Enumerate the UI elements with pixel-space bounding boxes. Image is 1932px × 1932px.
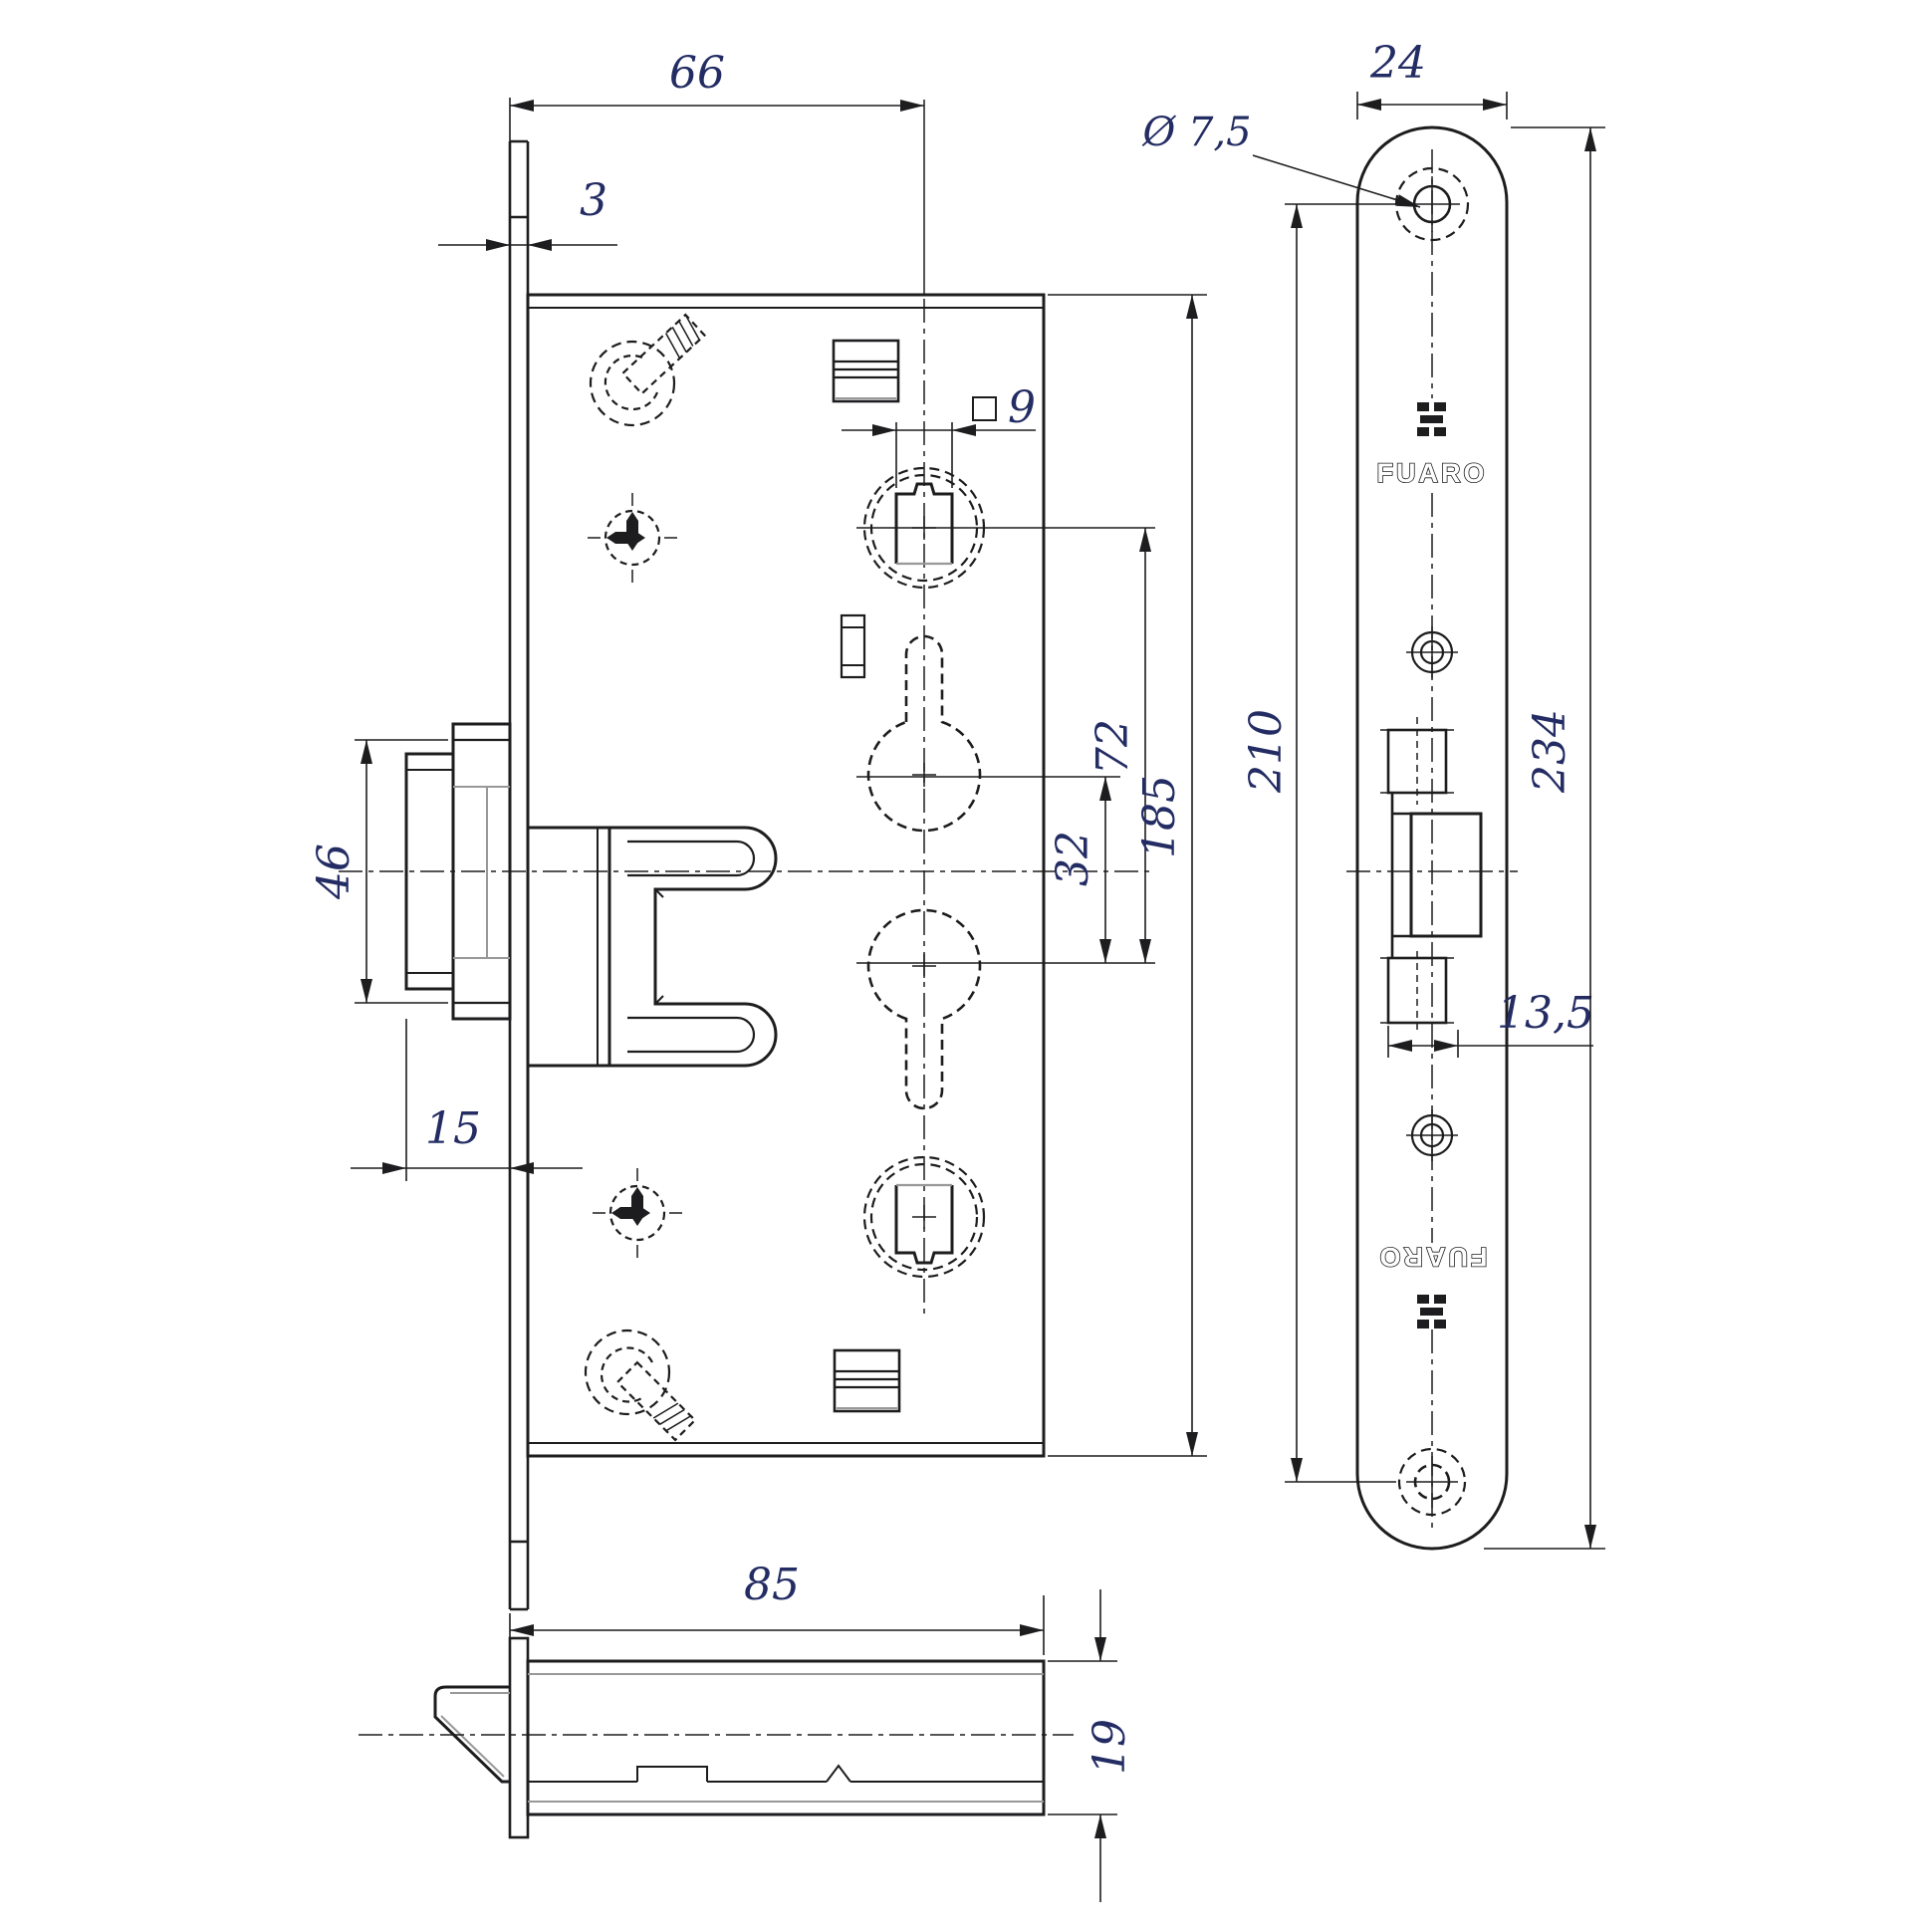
top-spring-pack: [832, 339, 900, 403]
dim-handle-to-cylinder: 72: [1087, 528, 1151, 963]
cylinder-profile-upper: [856, 634, 1120, 833]
dim-hole-dia-label: Ø 7,5: [1141, 110, 1251, 155]
faceplate-view: Ø 7,5 24 FUARO: [1141, 38, 1605, 1551]
dim-follower-square: 9: [842, 382, 1036, 488]
key-follower: [862, 1155, 986, 1279]
dim-plate-length: 234: [1484, 126, 1605, 1550]
fuaro-logo-mark-icon: [1417, 402, 1446, 436]
dim-plate-thickness: 3: [438, 175, 617, 251]
brand-text-bottom: FUARO: [1377, 1242, 1488, 1272]
dim-backset-label: 66: [669, 48, 725, 99]
dim-backset: 66: [509, 48, 924, 141]
dim-case-height: 185: [1048, 294, 1207, 1457]
bottom-lever: [584, 1328, 697, 1442]
dim-cylinder-centers: 32: [1048, 777, 1111, 963]
case-section-outline: [526, 1659, 1046, 1816]
fuaro-logo-mark-bottom-icon: [1417, 1295, 1446, 1328]
bolt-window: [1390, 793, 1483, 958]
dim-case-thickness-label: 19: [1085, 1719, 1135, 1775]
deadbolt-fork: [528, 826, 778, 1068]
latchbolt-section: [433, 1685, 510, 1784]
dim-plate-width: 24: [1356, 38, 1508, 120]
dim-bolt-height-label: 46: [309, 844, 360, 900]
faceplate-outline: [1355, 125, 1509, 1551]
dim-bolt-window-label: 13,5: [1497, 988, 1594, 1039]
dim-hole-spacing-label: 210: [1241, 709, 1292, 794]
brand-text-top: FUARO: [1377, 458, 1488, 488]
fixing-screw-top: [586, 491, 679, 585]
dim-case-depth: 85: [509, 1560, 1045, 1655]
bottom-view: 19: [359, 1589, 1135, 1902]
pin-hole-bottom: [1406, 1109, 1458, 1161]
dim-bolt-throw-label: 15: [425, 1103, 481, 1154]
dim-case-depth-label: 85: [744, 1560, 800, 1610]
faceplate-edge-strip: [508, 139, 530, 1611]
pin-hole-top: [1406, 626, 1458, 678]
dim-bolt-height: 46: [309, 739, 448, 1004]
retainer-clip: [840, 613, 866, 679]
faceplate-flange: [508, 1636, 530, 1839]
dim-plate-width-label: 24: [1369, 38, 1426, 89]
dim-plate-thickness-label: 3: [580, 175, 607, 226]
latch-window-top: [1380, 717, 1454, 805]
top-lever: [589, 313, 706, 427]
dim-follower-square-label: 9: [1008, 382, 1036, 433]
deadbolt-head: [404, 722, 512, 1021]
case-section-internals: [528, 1764, 1044, 1783]
dim-plate-length-label: 234: [1525, 709, 1575, 794]
dim-hole-dia: Ø 7,5: [1141, 110, 1422, 213]
main-view: 66 3 9 46 15: [309, 48, 1207, 1655]
dim-handle-to-cylinder-label: 72: [1087, 719, 1138, 775]
dim-case-thickness: 19: [1048, 1589, 1135, 1902]
dim-hole-spacing: 210: [1241, 203, 1396, 1483]
dim-bolt-throw: 15: [351, 1019, 583, 1181]
dim-bolt-window: 13,5: [1387, 988, 1594, 1058]
handle-follower: [856, 466, 1155, 590]
dim-cylinder-centers-label: 32: [1048, 831, 1098, 886]
dim-case-height-label: 185: [1134, 775, 1185, 858]
lock-case-outline: [526, 293, 1046, 1458]
screw-hole-bottom: [1397, 1447, 1467, 1517]
latch-window-bottom: [1380, 951, 1454, 1030]
bottom-spring-pack: [833, 1348, 901, 1413]
fixing-screw-bottom: [591, 1166, 684, 1260]
square-symbol-icon: [972, 396, 997, 421]
